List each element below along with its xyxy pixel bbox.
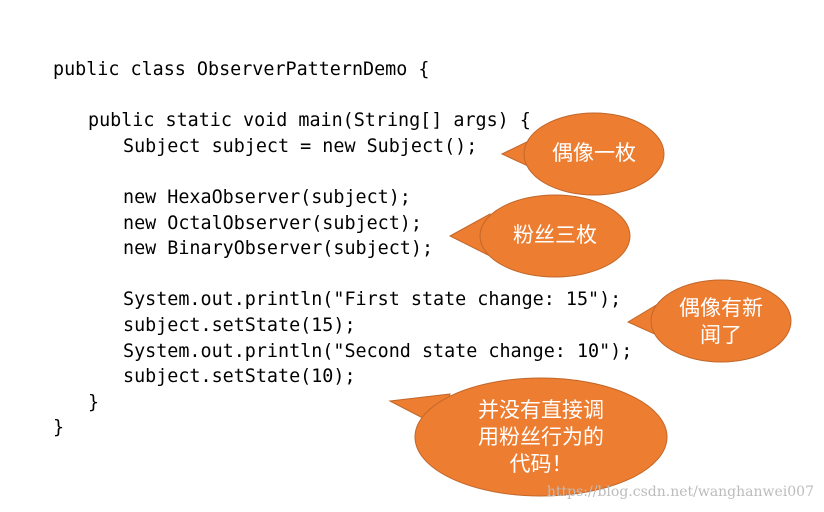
code-line: new HexaObserver(subject);: [123, 187, 411, 208]
callout-news-shape: [626, 279, 792, 363]
code-line: subject.setState(10);: [123, 366, 356, 387]
code-line: new BinaryObserver(subject);: [123, 238, 434, 259]
callout-fans-shape: [448, 194, 631, 278]
code-line: subject.setState(15);: [123, 315, 356, 336]
code-line: }: [53, 417, 65, 438]
callout-idol-shape: [500, 112, 665, 196]
callout-no-fan-code-shape: [388, 377, 668, 497]
code-line: public class ObserverPatternDemo {: [53, 59, 430, 80]
watermark: https://blog.csdn.net/wanghanwei007: [546, 484, 814, 500]
code-line: public static void main(String[] args) {: [88, 110, 531, 131]
code-line: Subject subject = new Subject();: [123, 136, 478, 157]
code-line: new OctalObserver(subject);: [123, 213, 422, 234]
code-line: System.out.println("First state change: …: [123, 289, 622, 310]
code-line: }: [88, 392, 100, 413]
code-line: System.out.println("Second state change:…: [123, 341, 633, 362]
